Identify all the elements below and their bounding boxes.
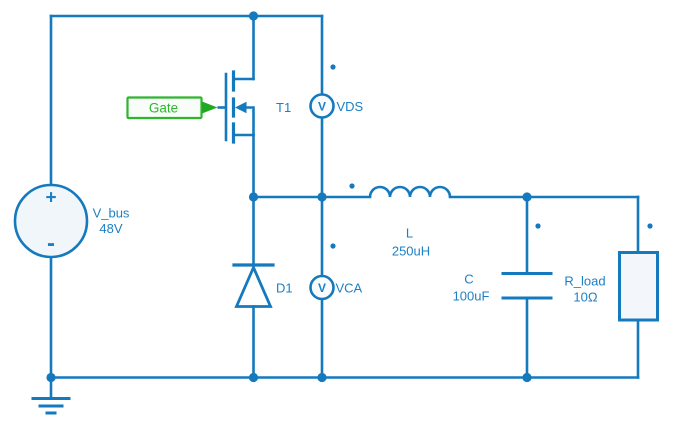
vca-meter-letter: V: [318, 281, 326, 295]
capacitor-polarity-dot: [535, 223, 541, 229]
mosfet-body-lead: [245, 106, 255, 137]
voltage-source-plus: +: [45, 188, 56, 209]
vca-ref-label: VCA: [336, 281, 363, 296]
resistor-value-label: 10Ω: [573, 290, 597, 305]
mosfet-t1[interactable]: T1: [224, 70, 291, 144]
inductor-value-label: 250uH: [392, 244, 430, 259]
inductor-ref-label: L: [406, 226, 413, 241]
vca-polarity-dot: [330, 243, 336, 249]
vds-polarity-dot: [330, 64, 336, 70]
voltage-source-minus: -: [47, 230, 55, 257]
capacitor-value-label: 100uF: [453, 289, 490, 304]
inductor-coils: [368, 185, 452, 198]
junction-dot: [248, 192, 259, 202]
vds-meter-letter: V: [318, 100, 326, 114]
junction-dot: [522, 372, 532, 383]
junction-dot: [317, 192, 327, 202]
resistor-polarity-dot: [647, 223, 653, 229]
junction-dot: [317, 372, 327, 383]
vca-meter-circle[interactable]: [309, 274, 335, 301]
voltage-source-ref-label: V_bus: [93, 206, 130, 221]
inductor-polarity-dot: [349, 183, 355, 189]
vds-meter-circle[interactable]: [309, 93, 335, 119]
vds-ref-label: VDS: [337, 99, 364, 114]
junction-dot: [248, 11, 259, 21]
resistor-body[interactable]: [618, 251, 659, 322]
resistor-rload[interactable]: R_load 10Ω: [564, 251, 659, 322]
voltage-source-value-label: 48V: [99, 221, 122, 236]
mosfet-ref-label: T1: [276, 100, 291, 115]
polarity-marker-dots: [330, 64, 653, 249]
wire-net: [49, 14, 640, 379]
capacitor-plates: [501, 272, 553, 300]
capacitor-c[interactable]: C 100uF: [453, 272, 553, 304]
inductor-l[interactable]: L 250uH: [368, 185, 452, 259]
gate-net-label[interactable]: Gate: [126, 96, 227, 120]
mosfet-body-arrow: [235, 101, 247, 114]
junction-dot: [248, 372, 259, 383]
ground-symbol[interactable]: [31, 376, 71, 415]
voltage-source-circle[interactable]: [13, 183, 89, 259]
voltmeter-vds[interactable]: V VDS: [309, 93, 364, 119]
diode-triangle: [234, 263, 273, 308]
voltmeter-vca[interactable]: V VCA: [309, 274, 363, 301]
gate-label-box[interactable]: [126, 96, 203, 120]
voltage-source-vbus[interactable]: + - V_bus 48V: [13, 183, 130, 259]
gate-label-text: Gate: [149, 101, 178, 116]
resistor-ref-label: R_load: [564, 274, 605, 289]
capacitor-ref-label: C: [464, 272, 473, 287]
gate-label-arrow: [202, 101, 218, 114]
diode-d1[interactable]: D1: [232, 263, 293, 308]
diode-ref-label: D1: [276, 281, 293, 296]
junction-dots: [46, 11, 532, 383]
junction-dot: [522, 192, 532, 202]
